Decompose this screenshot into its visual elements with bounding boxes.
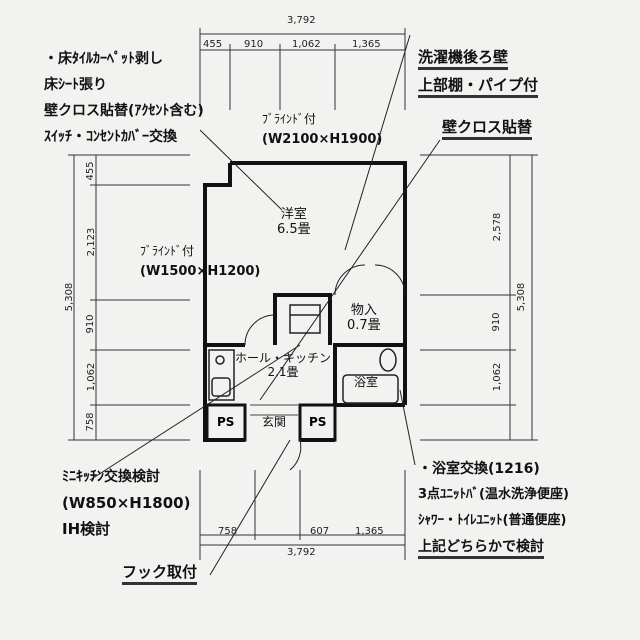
bottom-total-dim: 3,792	[287, 547, 316, 558]
left-dim-2: 2,123	[86, 227, 97, 257]
ps-boxes	[205, 403, 337, 442]
blind-left-size: (W1500×H1200)	[140, 264, 261, 279]
western-room-size: 6.5畳	[277, 221, 311, 237]
storage-label: 物入 0.7畳	[347, 303, 381, 334]
bath-fixtures	[342, 348, 399, 404]
blind-left-label: ﾌﾞﾗｲﾝﾄﾞ付	[140, 244, 195, 258]
note-wall-cloth-right: 壁クロス貼替	[442, 120, 533, 140]
top-dim-2: 910	[244, 39, 264, 50]
right-dimension-lines	[420, 154, 538, 441]
note-bath-replace: ・浴室交換(1216)	[418, 461, 540, 477]
note-hook: フック取付	[122, 565, 198, 585]
left-total-dim: 5,308	[64, 282, 75, 312]
left-dimension-lines	[68, 154, 190, 441]
storage-size: 0.7畳	[347, 317, 381, 333]
blind-top-label: ﾌﾞﾗｲﾝﾄﾞ付	[262, 112, 317, 126]
note-kitchen-size: (W850×H1800)	[62, 494, 191, 512]
top-dim-1: 455	[203, 39, 223, 50]
top-total-dim: 3,792	[287, 15, 316, 26]
note-shower-toilet: ｼｬﾜｰ・ﾄｲﾚﾕﾆｯﾄ(普通便座)	[418, 513, 567, 528]
note-ih: IH検討	[62, 520, 111, 538]
hall-kitchen-size: 2.1畳	[267, 364, 299, 379]
bottom-dimension-lines	[199, 470, 406, 560]
bottom-dim-3: 1,365	[355, 526, 384, 537]
ps-right-label: PS	[309, 415, 327, 429]
appliance	[289, 304, 321, 334]
entrance-steps	[250, 404, 298, 416]
hall-kitchen-name: ホール・キッチン	[235, 351, 332, 365]
top-dimension-lines	[199, 28, 406, 110]
ps-left-label: PS	[217, 415, 235, 429]
right-dim-1: 2,578	[492, 212, 503, 242]
bottom-dim-2: 607	[310, 526, 330, 537]
note-either: 上記どちらかで検討	[418, 540, 544, 559]
left-dim-5: 758	[85, 412, 96, 432]
note-switch-cover: ｽｲｯﾁ・ｺﾝｾﾝﾄｶﾊﾞｰ交換	[44, 129, 177, 145]
top-dim-3: 1,062	[292, 39, 321, 50]
right-total-dim: 5,308	[516, 282, 527, 312]
note-shelf-pipe: 上部棚・パイプ付	[418, 78, 539, 98]
bottom-dim-1: 758	[218, 526, 238, 537]
western-room-label: 洋室 6.5畳	[277, 207, 311, 238]
leader-lines	[89, 34, 441, 576]
right-dim-3: 1,062	[492, 362, 503, 392]
note-mini-kitchen: ﾐﾆｷｯﾁﾝ交換検討	[62, 469, 160, 485]
note-floor-sheet: 床ｼｰﾄ張り	[44, 77, 107, 93]
note-washer-wall: 洗濯機後ろ壁	[418, 50, 509, 70]
hall-kitchen-label: ホール・キッチン 2.1畳	[235, 351, 332, 380]
doors	[244, 264, 406, 471]
left-dim-4: 1,062	[86, 362, 97, 392]
storage-name: 物入	[350, 303, 377, 318]
walls	[203, 161, 407, 442]
note-wall-cloth: 壁クロス貼替(ｱｸｾﾝﾄ含む)	[44, 103, 204, 119]
right-dim-2: 910	[491, 312, 502, 332]
kitchen-unit	[208, 349, 235, 401]
note-floor-tile: ・床ﾀｲﾙｶｰﾍﾟｯﾄ剥し	[44, 51, 163, 67]
bath-label: 浴室	[352, 375, 381, 390]
left-dim-3: 910	[85, 314, 96, 334]
left-dim-1: 455	[85, 161, 96, 181]
blind-top-size: (W2100×H1900)	[262, 132, 383, 147]
entrance-label: 玄関	[262, 415, 287, 429]
western-room-name: 洋室	[280, 207, 307, 222]
top-dim-4: 1,365	[352, 39, 381, 50]
note-3point-unit: 3点ﾕﾆｯﾄﾊﾞ(温水洗浄便座)	[418, 487, 569, 502]
